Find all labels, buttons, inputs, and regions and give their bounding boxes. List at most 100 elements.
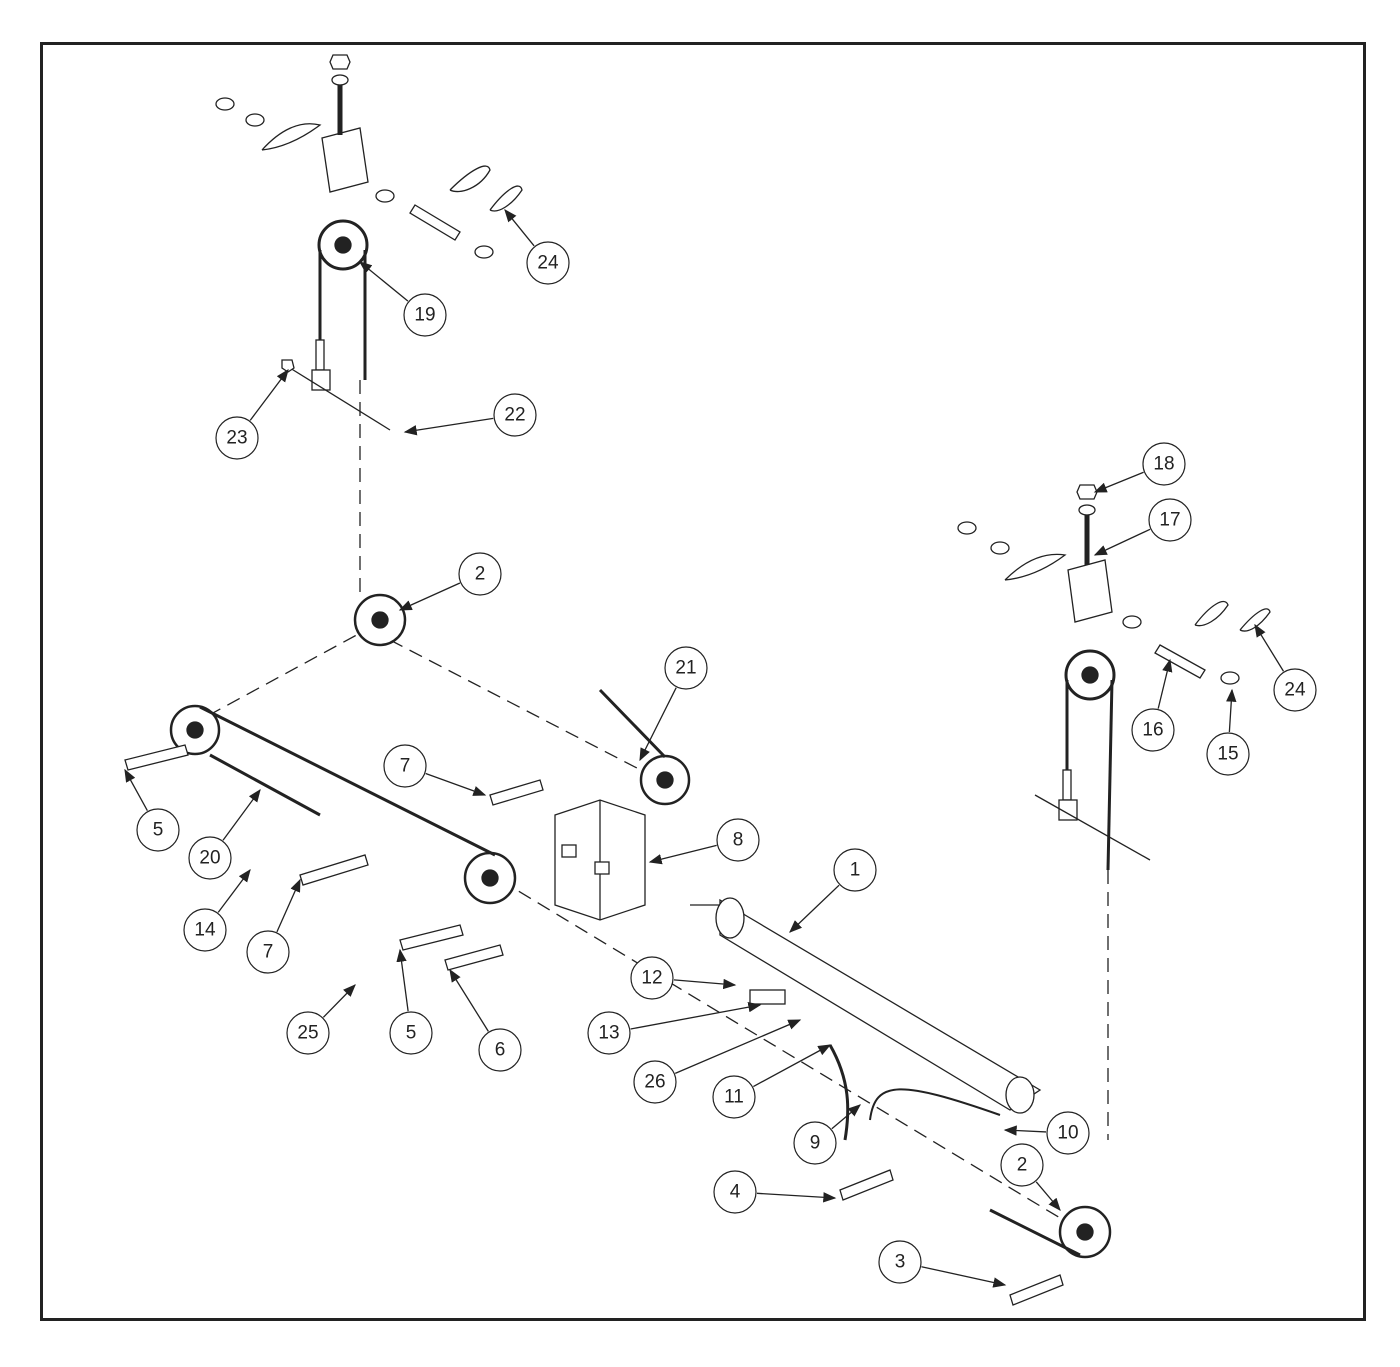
callout-circle [458, 552, 502, 596]
callout-number: 24 [1284, 680, 1306, 701]
leader-line [756, 1192, 837, 1203]
callout-20: 20 [188, 836, 232, 880]
callout-circle [664, 646, 708, 690]
leader-line [648, 844, 717, 865]
callout-24: 24 [526, 241, 570, 285]
callout-7: 7 [383, 744, 427, 788]
callout-number: 8 [733, 830, 744, 851]
callout-15: 15 [1206, 732, 1250, 776]
callout-circle [587, 1011, 631, 1055]
leader-line [639, 687, 677, 762]
leader-line [789, 884, 840, 933]
callout-2: 2 [458, 552, 502, 596]
leader-line [673, 978, 737, 990]
callout-17: 17 [1148, 498, 1192, 542]
callout-3: 3 [878, 1240, 922, 1284]
leader-line [1157, 658, 1173, 709]
leader-line [1093, 528, 1151, 556]
callout-circle [713, 1170, 757, 1214]
callout-circle [183, 908, 227, 952]
pins [124, 744, 1064, 1306]
callout-number: 7 [263, 942, 274, 963]
callout-5: 5 [389, 1011, 433, 1055]
callout-24: 24 [1273, 668, 1317, 712]
leader-line [1254, 623, 1285, 672]
leader-line [1093, 471, 1144, 493]
diagram-border [40, 42, 1366, 1321]
callout-26: 26 [633, 1060, 677, 1104]
callout-13: 13 [587, 1011, 631, 1055]
callout-number: 26 [644, 1072, 665, 1093]
top-bracket-assembly [215, 54, 523, 431]
callout-circle [716, 818, 760, 862]
callout-14: 14 [183, 908, 227, 952]
callout-circle [1273, 668, 1317, 712]
callout-circle [712, 1075, 756, 1119]
callout-8: 8 [716, 818, 760, 862]
leader-line [398, 582, 461, 611]
leader-line [921, 1266, 1007, 1288]
leader-line [1035, 1181, 1061, 1211]
callout-number: 17 [1159, 510, 1180, 531]
callout-number: 16 [1142, 720, 1163, 741]
callout-number: 25 [297, 1023, 318, 1044]
callout-number: 5 [406, 1023, 417, 1044]
callout-number: 15 [1217, 744, 1238, 765]
leader-lines [124, 208, 1285, 1288]
callout-circle [1131, 708, 1175, 752]
callout-number: 18 [1153, 454, 1174, 475]
pulleys [169, 593, 1112, 1259]
leader-line [1003, 1125, 1047, 1136]
leader-line [358, 261, 409, 302]
callout-23: 23 [215, 416, 259, 460]
leader-line [217, 868, 251, 913]
callout-number: 12 [641, 968, 662, 989]
callout-number: 20 [199, 848, 220, 869]
callout-circle [1206, 732, 1250, 776]
callout-25: 25 [286, 1011, 330, 1055]
callout-2: 2 [1000, 1143, 1044, 1187]
callout-12: 12 [630, 956, 674, 1000]
callout-circle [215, 416, 259, 460]
callout-number: 5 [153, 820, 164, 841]
callout-10: 10 [1046, 1111, 1090, 1155]
callout-number: 3 [895, 1252, 906, 1273]
callout-18: 18 [1142, 442, 1186, 486]
callout-number: 9 [810, 1133, 821, 1154]
callout-circle [1142, 442, 1186, 486]
right-bracket-assembly [957, 484, 1271, 871]
callout-22: 22 [493, 393, 537, 437]
callout-number: 24 [537, 253, 559, 274]
callout-number: 19 [414, 305, 435, 326]
leader-line [124, 768, 148, 812]
leader-line [504, 208, 535, 247]
carriage-block [554, 799, 646, 921]
callout-circle [526, 241, 570, 285]
callout-circle [403, 293, 447, 337]
callout-number: 2 [475, 564, 486, 585]
callout-number: 2 [1017, 1155, 1028, 1176]
leader-line [403, 417, 494, 436]
leader-line [630, 1002, 762, 1030]
callout-circle [383, 744, 427, 788]
callout-circle [286, 1011, 330, 1055]
callout-16: 16 [1131, 708, 1175, 752]
callout-circle [833, 848, 877, 892]
leader-line [449, 968, 489, 1032]
callout-number: 14 [194, 920, 216, 941]
callout-number: 22 [504, 405, 525, 426]
callout-7: 7 [246, 930, 290, 974]
callout-9: 9 [793, 1121, 837, 1165]
callout-21: 21 [664, 646, 708, 690]
callout-19: 19 [403, 293, 447, 337]
leader-line [322, 984, 356, 1018]
callout-circle [793, 1121, 837, 1165]
callout-circle [630, 956, 674, 1000]
leader-line [249, 368, 289, 421]
callout-circle [478, 1028, 522, 1072]
callout-number: 7 [400, 756, 411, 777]
leader-line [753, 1044, 832, 1088]
leader-line [222, 788, 261, 841]
leader-line [831, 1104, 861, 1130]
leader-line [276, 878, 301, 933]
